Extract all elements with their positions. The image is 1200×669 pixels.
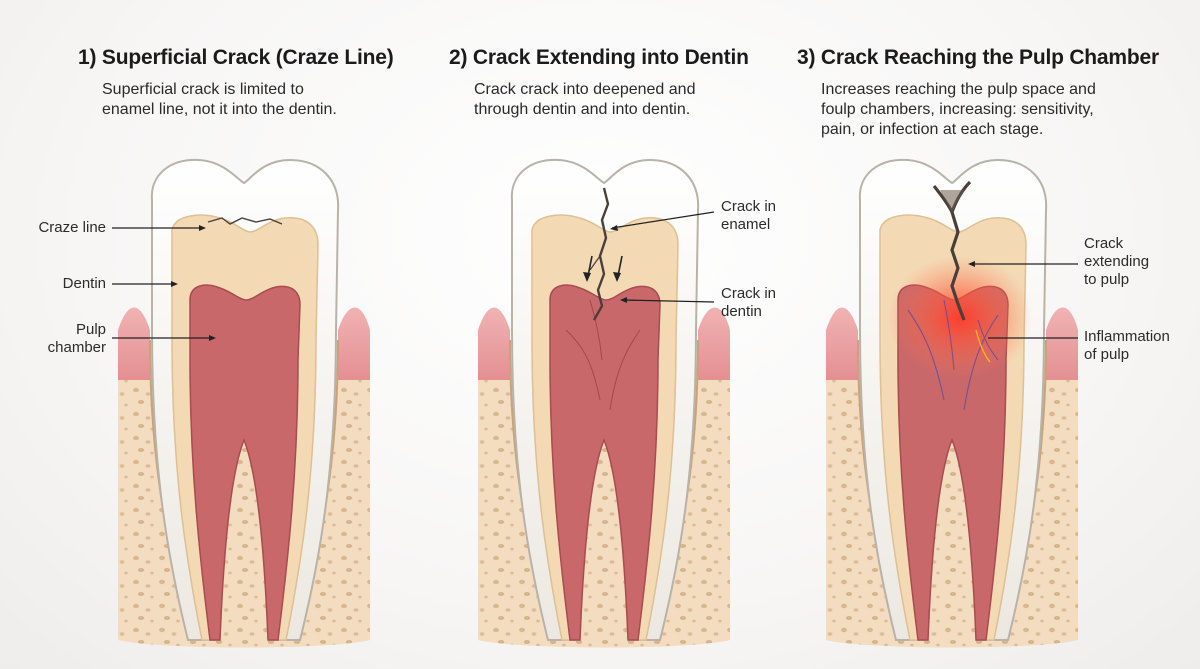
stage-2-title: 2) Crack Extending into Dentin: [449, 46, 749, 69]
stage-2-description-line: through dentin and into dentin.: [474, 101, 691, 118]
stage-1-title: 1) Superficial Crack (Craze Line): [78, 46, 394, 69]
label-line: of pulp: [1084, 346, 1130, 363]
arrow-down-left-head: [583, 272, 591, 282]
label-line: Crack in: [721, 285, 777, 302]
crack-branch: [589, 255, 601, 271]
crack-mark: [592, 187, 610, 321]
stage-3-description-line: Increases reaching the pulp space and: [821, 81, 1096, 98]
gum-right: [1046, 307, 1078, 380]
label-line: Crack in: [721, 198, 777, 215]
pulp-vessels: [907, 299, 999, 411]
tooth-1: [112, 158, 370, 648]
label-line: dentin: [721, 303, 762, 320]
arrow-crack-dentin: [620, 297, 627, 303]
arrow-dentin: [171, 281, 178, 287]
stage-1-description-line: enamel line, not it into the dentin.: [102, 101, 337, 118]
label-crack-in-dentin: Crack in dentin: [721, 285, 776, 321]
stage-1-description-line: Superficial crack is limited to: [102, 81, 304, 98]
label-line: chamber: [47, 339, 106, 356]
craze-line-mark: [207, 217, 283, 225]
gum-right: [338, 307, 370, 380]
tooth-2: [478, 158, 730, 648]
stage-3-title: 3) Crack Reaching the Pulp Chamber: [797, 46, 1159, 69]
label-line: enamel: [721, 216, 771, 233]
arrow-crack-pulp: [968, 261, 975, 267]
leader-crack-dentin: [621, 299, 715, 303]
arrow-craze: [199, 225, 206, 231]
tooth-3: [826, 158, 1078, 648]
crack-opening: [940, 190, 964, 212]
label-line: extending: [1084, 253, 1150, 270]
inflammation-glow: [888, 256, 1032, 380]
gum-left: [826, 307, 858, 380]
inflamed-vessel: [975, 329, 991, 363]
label-line: Craze line: [38, 219, 106, 236]
pulp-vessels: [565, 299, 641, 411]
gum-right: [698, 307, 730, 380]
pulp: [189, 284, 301, 641]
label-dentin: Dentin: [20, 275, 106, 293]
leader-crack-enamel: [611, 211, 715, 229]
label-line: Crack: [1084, 235, 1124, 252]
stage-1-description: Superficial crack is limited to enamel l…: [102, 80, 337, 120]
label-pulp-chamber: Pulp chamber: [20, 321, 106, 357]
arrow-pulp: [209, 335, 216, 341]
label-crack-in-enamel: Crack in enamel: [721, 198, 776, 234]
label-inflammation-of-pulp: Inflammation of pulp: [1084, 328, 1170, 364]
gum-left: [118, 307, 150, 380]
label-craze-line: Craze line: [20, 219, 106, 237]
arrow-down-right: [617, 255, 623, 277]
stage-3-description-line: pain, or infection at each stage.: [821, 121, 1044, 138]
stage-3-description-line: foulp chambers, increasing: sensitivity,: [821, 101, 1094, 118]
arrow-down-right-head: [613, 272, 621, 282]
arrow-crack-enamel: [610, 225, 618, 231]
stage-3-description: Increases reaching the pulp space and fo…: [821, 80, 1096, 140]
label-line: Pulp: [75, 321, 106, 338]
label-line: Inflammation: [1084, 328, 1170, 345]
label-line: Dentin: [62, 275, 106, 292]
label-line: to pulp: [1084, 271, 1130, 288]
label-crack-extending-to-pulp: Crack extending to pulp: [1084, 235, 1149, 289]
pulp: [549, 284, 661, 641]
arrow-down-left: [587, 255, 593, 277]
stage-2-description: Crack crack into deepened and through de…: [474, 80, 695, 120]
gum-left: [478, 307, 510, 380]
stage-2-description-line: Crack crack into deepened and: [474, 81, 696, 98]
